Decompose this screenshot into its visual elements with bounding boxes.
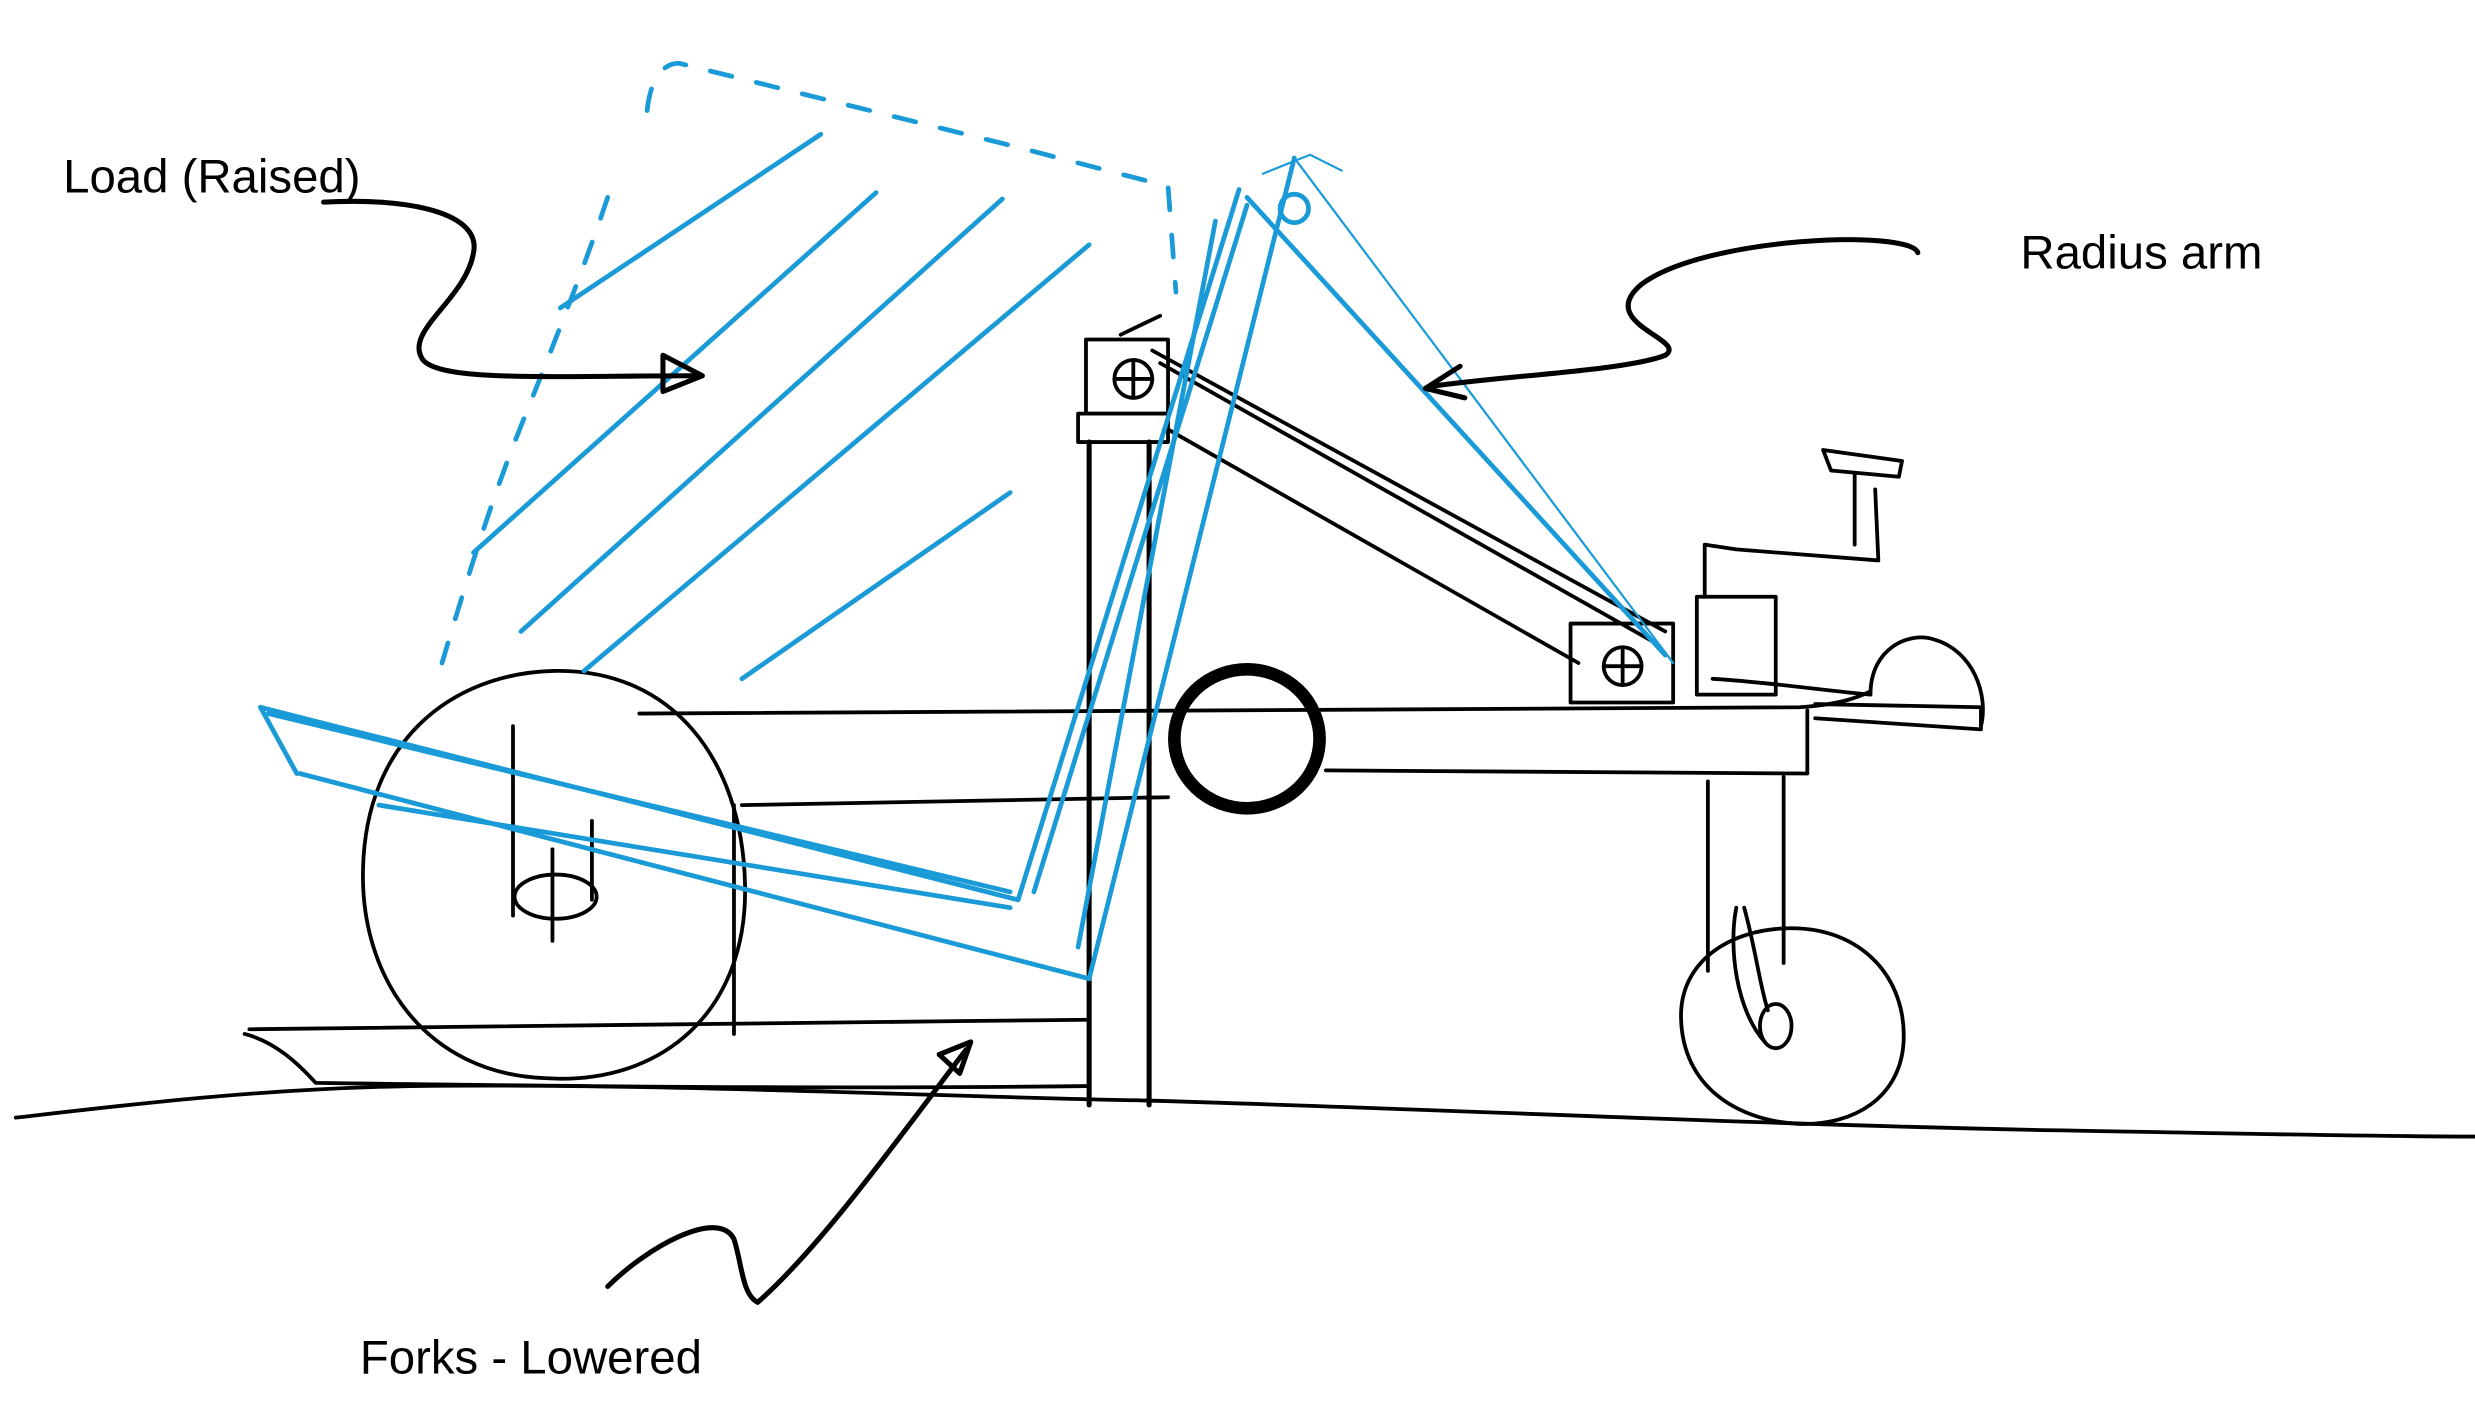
load-raised-outline <box>439 60 1179 682</box>
forks-raised <box>258 155 1297 982</box>
handle <box>1694 448 1904 697</box>
label-radius-arm: Radius arm <box>2020 226 2262 279</box>
radius-arm-arrow <box>1422 237 1921 401</box>
forks-lowered <box>242 803 1092 1090</box>
radius-arm <box>1150 348 1676 705</box>
label-load-raised: Load (Raised) <box>63 151 360 204</box>
radius-arm-raised <box>1244 153 1675 665</box>
load-arrow <box>321 198 705 395</box>
pivot-ring <box>1168 663 1326 815</box>
ground-line <box>13 1083 2475 1139</box>
front-wheel <box>361 669 747 1081</box>
forks-arrow <box>605 1039 974 1305</box>
mast <box>1076 313 1170 1108</box>
label-forks-lowered: Forks - Lowered <box>360 1331 702 1384</box>
rear-wheel <box>1679 774 1906 1126</box>
